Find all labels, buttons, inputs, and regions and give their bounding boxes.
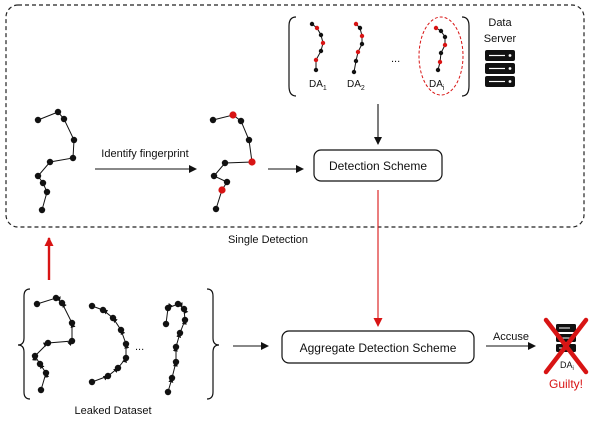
highlight-ellipse-dai bbox=[418, 16, 464, 96]
detection-scheme-box bbox=[313, 149, 443, 182]
cross-icon bbox=[543, 317, 589, 375]
single-detection-frame bbox=[5, 4, 585, 228]
single-detection-label: Single Detection bbox=[228, 234, 308, 246]
leaked-brace-left bbox=[17, 288, 31, 400]
leaked-brace-right bbox=[206, 288, 220, 400]
accuse-label: Accuse bbox=[493, 331, 529, 343]
aggregate-detection-box bbox=[281, 330, 475, 364]
data-server-label-2: Server bbox=[484, 33, 517, 45]
data-server-brace-left bbox=[288, 16, 297, 97]
leaked-trajectory-1 bbox=[31, 294, 76, 394]
leaked-dataset-label: Leaked Dataset bbox=[74, 405, 151, 417]
data-server-brace-right bbox=[461, 16, 470, 97]
server-icon bbox=[485, 50, 515, 87]
trajectory-da1 bbox=[309, 21, 326, 73]
detection-scheme-label: Detection Scheme bbox=[329, 159, 427, 173]
trajectory-da2 bbox=[351, 21, 365, 75]
trajectory-input bbox=[34, 108, 78, 214]
guilty-label: Guilty! bbox=[549, 377, 583, 391]
trajectory-dai bbox=[433, 25, 448, 73]
traj-label-da1: DA1 bbox=[309, 79, 327, 92]
leaked-trajectory-2 bbox=[88, 302, 130, 386]
leaked-trajectory-3 bbox=[162, 300, 189, 396]
traj-label-dai: DAi bbox=[429, 79, 445, 92]
data-server-label: Data bbox=[488, 17, 512, 29]
leaked-ellipsis: ... bbox=[135, 341, 144, 353]
accused-label: DAi bbox=[560, 360, 574, 372]
aggregate-detection-label: Aggregate Detection Scheme bbox=[300, 341, 457, 355]
identify-fingerprint-label: Identify fingerprint bbox=[101, 148, 188, 160]
traj-ellipsis: ... bbox=[391, 53, 400, 65]
traj-label-da2: DA2 bbox=[347, 79, 365, 92]
trajectory-fingerprinted bbox=[209, 111, 256, 213]
